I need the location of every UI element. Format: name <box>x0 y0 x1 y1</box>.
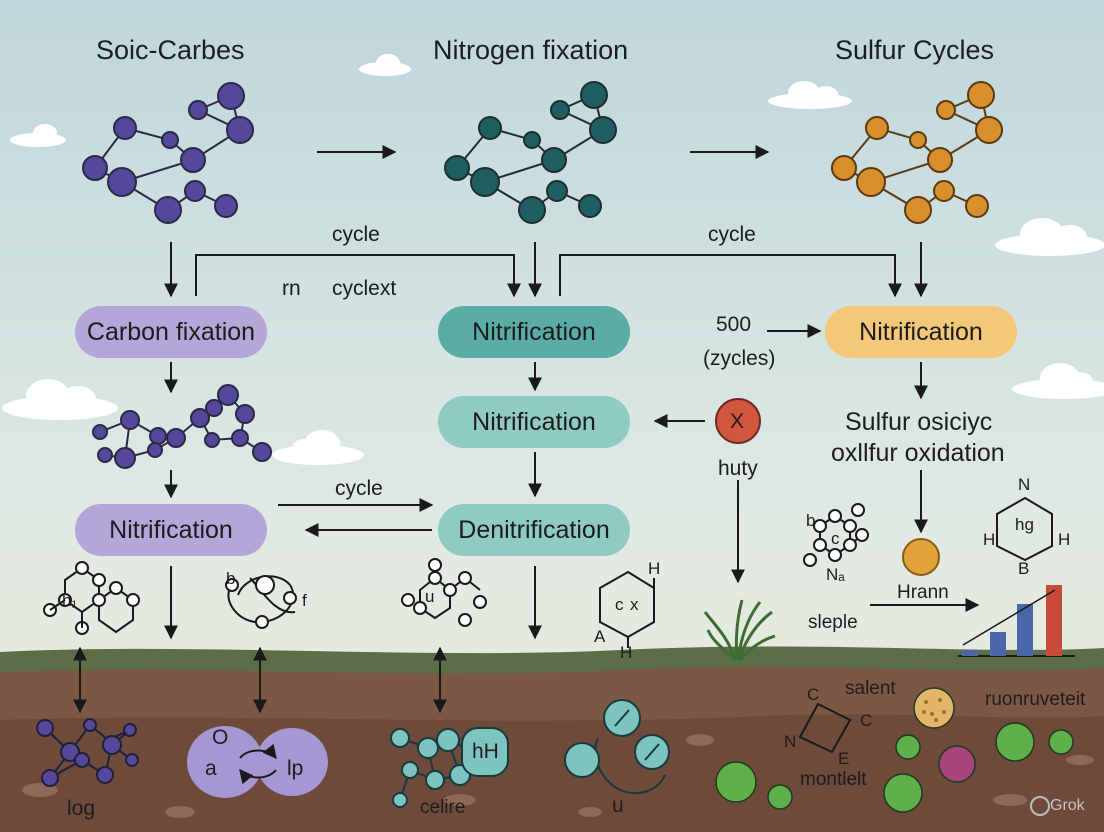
plant <box>703 599 776 662</box>
cloud <box>10 124 66 147</box>
mol-label: Nₐ <box>826 565 845 584</box>
label-cycle-mid: cycle <box>335 477 383 500</box>
orange-molecule <box>831 81 1003 224</box>
cycle-bracket-right <box>559 254 902 298</box>
purple-molecule <box>82 82 254 224</box>
label-hrann: Hrann <box>897 582 949 603</box>
title-nitrogen: Nitrogen fixation <box>433 35 629 65</box>
label-salent: salent <box>845 678 896 699</box>
node-nitrification-right: Nitrification <box>825 306 1017 358</box>
node-label: Nitrification <box>109 515 233 544</box>
soil-deep <box>0 714 1104 832</box>
mol-label: B <box>1018 559 1030 578</box>
teal-octagons <box>564 699 670 795</box>
title-carbon: Soic-Carbes <box>96 35 245 65</box>
arrows <box>73 145 980 714</box>
label-sulfur-ox-2: oxllfur oxidation <box>831 439 1005 467</box>
red-x-circle <box>715 398 761 444</box>
title-sulfur: Sulfur Cycles <box>835 35 995 65</box>
node-label: Denitrification <box>458 515 610 544</box>
mol-label: hɡ <box>1015 515 1034 534</box>
teal-molecule <box>444 81 617 224</box>
mol-label: H <box>1058 530 1071 549</box>
label-x-mark: X <box>730 410 745 433</box>
label-log: log <box>67 797 96 820</box>
label-cycle-left: cycle <box>332 223 380 246</box>
teal-network <box>390 727 509 808</box>
cloud <box>272 430 364 465</box>
mol-label: f <box>302 591 307 610</box>
watermark: Grok <box>1050 797 1085 814</box>
node-label: Nitrification <box>472 407 596 436</box>
mol-label: C <box>860 711 873 730</box>
soil-pebbles <box>22 734 1094 818</box>
label-zycles: (zycles) <box>703 347 776 370</box>
purple-network <box>36 718 139 787</box>
node-carbon-fixation: Carbon fixation <box>75 306 267 358</box>
node-nitrification-mid: Nitrification <box>438 396 630 448</box>
mol-label: N <box>784 732 797 751</box>
label-500: 500 <box>716 313 752 336</box>
mol-label: A <box>594 627 606 646</box>
cloud <box>2 379 118 420</box>
label-rn: rn <box>282 277 301 300</box>
label-sulfur-ox-1: Sulfur osiciyc <box>845 408 993 436</box>
cloud <box>1012 363 1104 399</box>
label-celire: celire <box>420 797 466 818</box>
node-label: Nitrification <box>472 317 596 346</box>
gold-sphere <box>902 538 940 576</box>
mol-label: H <box>648 559 661 578</box>
label-cyclext: cyclext <box>332 277 397 300</box>
hexagon-structure <box>599 570 655 648</box>
cloud <box>995 218 1104 256</box>
mol-label: b <box>806 511 816 530</box>
label-sleple: sleple <box>808 612 858 633</box>
cloud <box>359 54 411 76</box>
mol-label: E <box>838 749 850 768</box>
mol-label: O <box>212 726 229 749</box>
mol-label: C <box>807 685 820 704</box>
node-nitrification-top: Nitrification <box>438 306 630 358</box>
swap-arrows-icon <box>239 743 277 785</box>
label-u-bottom: u <box>612 794 624 817</box>
ring-structure-right <box>803 503 869 567</box>
mol-label: c <box>615 595 624 614</box>
clouds <box>2 54 1104 465</box>
label-montlelt: montlelt <box>800 769 867 790</box>
label-cycle-right: cycle <box>708 223 756 246</box>
mol-label: lp <box>287 757 304 780</box>
ring-structure-mid <box>401 558 487 627</box>
spheres <box>715 687 1074 813</box>
node-nitrification-left: Nitrification <box>75 504 267 556</box>
mol-label: H <box>620 643 633 662</box>
mol-label: N <box>1018 475 1031 494</box>
ground <box>0 646 1104 832</box>
speckles <box>922 698 946 722</box>
label-ruonruveteit: ruonruveteit <box>985 689 1086 710</box>
square-structure <box>798 702 852 754</box>
mol-label: h₁ <box>62 591 78 610</box>
cloud <box>768 81 852 109</box>
mol-label: c <box>831 529 840 548</box>
hexagon-structure-right <box>996 496 1053 562</box>
mol-label: a <box>205 757 217 780</box>
node-label: Nitrification <box>859 317 983 346</box>
mol-label: H <box>983 530 996 549</box>
ring-structure-left <box>43 561 140 635</box>
mol-label: x <box>630 595 639 614</box>
mol-label: b <box>226 569 236 588</box>
cycle-bracket-left <box>195 254 521 298</box>
mol-label: hH <box>472 740 499 763</box>
watermark-icon <box>1030 796 1050 816</box>
mol-label: u <box>425 587 435 606</box>
node-denitrification: Denitrification <box>438 504 630 556</box>
node-label: Carbon fixation <box>86 317 256 346</box>
purple-molecule-small <box>92 384 272 469</box>
mini-bar-chart <box>958 585 1075 657</box>
tangled-structure <box>225 575 297 629</box>
label-huty: huty <box>718 457 758 480</box>
